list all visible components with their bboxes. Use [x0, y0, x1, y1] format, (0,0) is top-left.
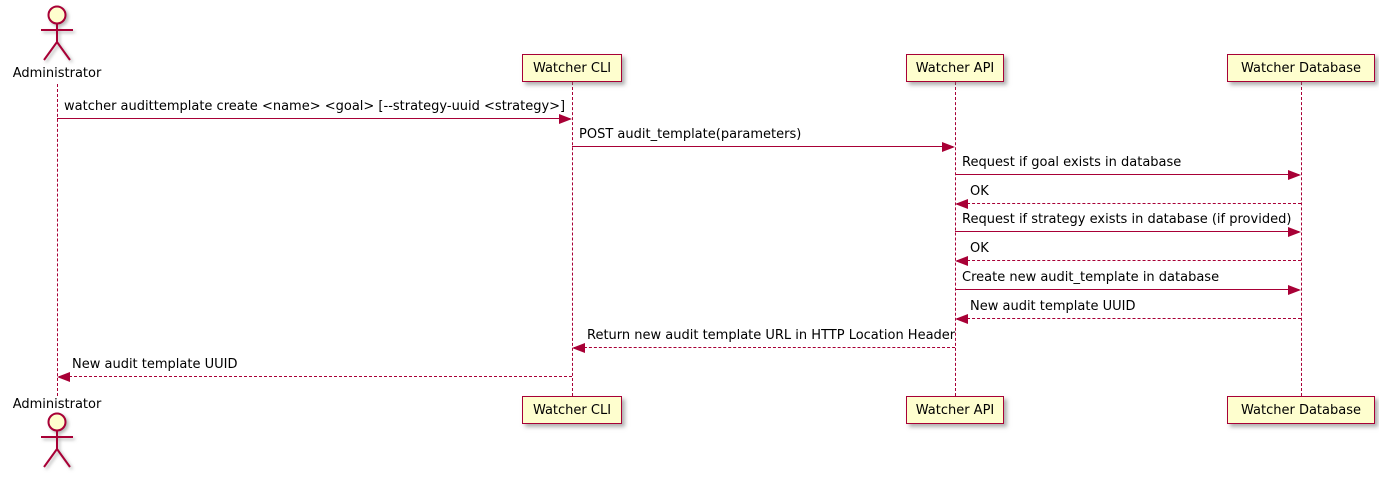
lifeline-watcher-api [955, 82, 956, 396]
lifeline-watcher-database [1301, 82, 1302, 396]
message-line-10 [59, 376, 572, 377]
message-label-10: New audit template UUID [72, 357, 238, 372]
message-line-3 [955, 174, 1299, 175]
participant-box-watcher-api-bottom: Watcher API [906, 396, 1004, 424]
message-label-6: OK [970, 241, 989, 256]
participant-box-watcher-cli-top: Watcher CLI [522, 54, 622, 82]
message-label-2: POST audit_template(parameters) [579, 127, 802, 142]
arrowhead-left-icon [955, 255, 968, 266]
participant-box-watcher-cli-bottom: Watcher CLI [522, 396, 622, 424]
arrowhead-left-icon [955, 198, 968, 209]
message-line-2 [572, 146, 953, 147]
participant-box-watcher-api-top: Watcher API [906, 54, 1004, 82]
arrowhead-left-icon [57, 371, 70, 382]
message-label-5: Request if strategy exists in database (… [962, 212, 1292, 227]
arrowhead-right-icon [1288, 284, 1301, 295]
arrowhead-right-icon [1288, 226, 1301, 237]
actor-icon-administrator-top [37, 5, 77, 67]
arrowhead-right-icon [1288, 169, 1301, 180]
actor-icon-administrator-bottom [37, 412, 77, 474]
message-line-4 [957, 203, 1301, 204]
message-line-9 [574, 347, 955, 348]
participant-box-watcher-database-top: Watcher Database [1227, 54, 1375, 82]
arrowhead-right-icon [559, 113, 572, 124]
arrowhead-left-icon [955, 313, 968, 324]
message-label-9: Return new audit template URL in HTTP Lo… [587, 328, 956, 343]
arrowhead-left-icon [572, 342, 585, 353]
lifeline-administrator [57, 84, 58, 396]
message-label-7: Create new audit_template in database [962, 270, 1220, 285]
lifeline-watcher-cli [572, 82, 573, 396]
message-line-7 [955, 289, 1299, 290]
actor-label-administrator-bottom: Administrator [12, 397, 102, 412]
participant-box-watcher-database-bottom: Watcher Database [1227, 396, 1375, 424]
message-label-3: Request if goal exists in database [962, 155, 1182, 170]
message-line-6 [957, 260, 1301, 261]
message-line-8 [957, 318, 1301, 319]
message-label-4: OK [970, 184, 989, 199]
arrowhead-right-icon [942, 141, 955, 152]
message-line-5 [955, 231, 1299, 232]
message-label-8: New audit template UUID [970, 299, 1136, 314]
actor-label-administrator-top: Administrator [12, 66, 102, 81]
message-line-1 [57, 118, 570, 119]
message-label-1: watcher audittemplate create <name> <goa… [64, 99, 566, 114]
